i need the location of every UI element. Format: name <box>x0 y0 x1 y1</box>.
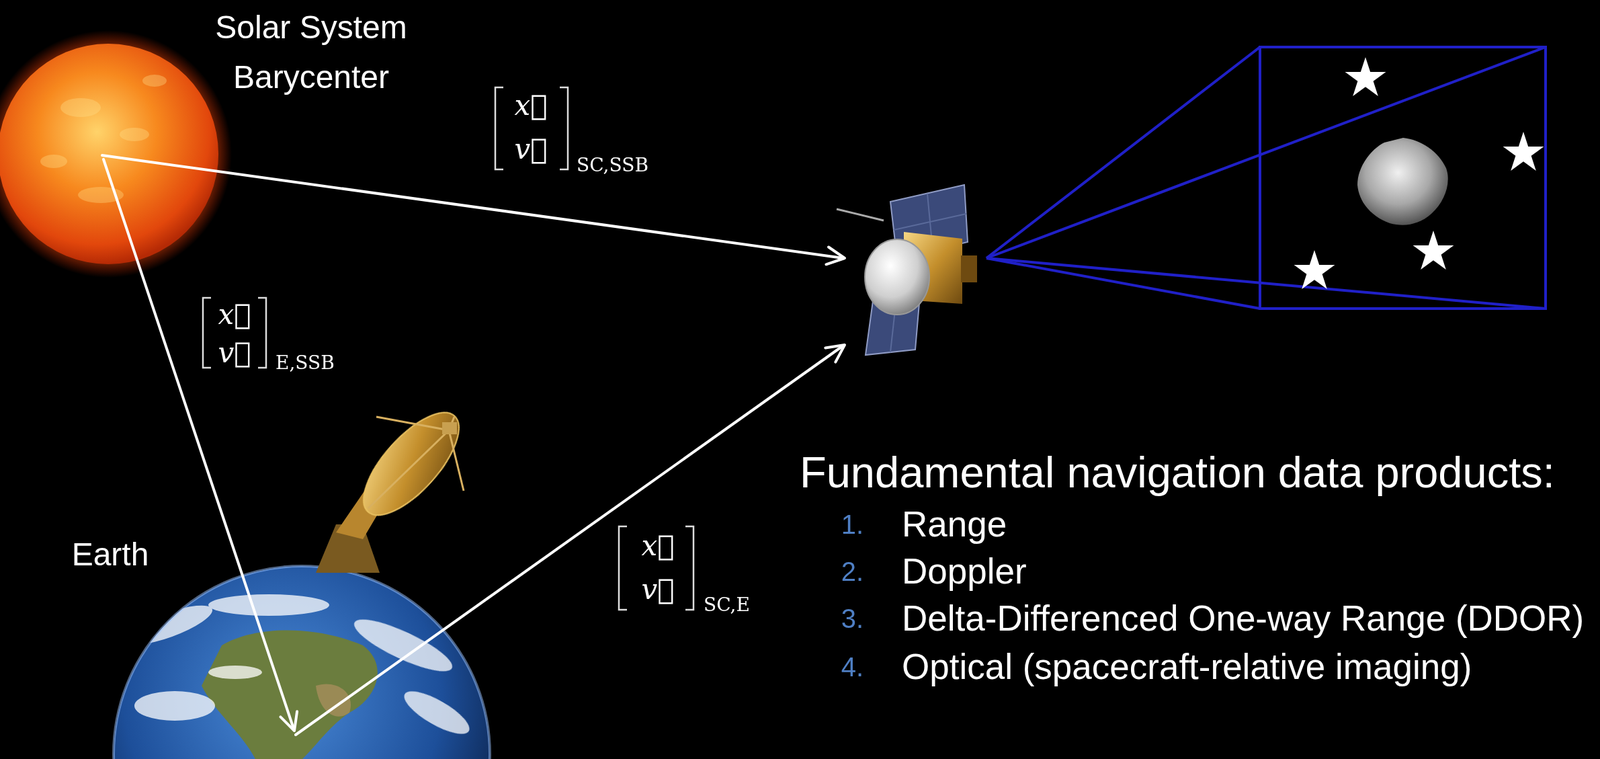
vector-symbol: v⃗ <box>218 335 252 370</box>
dish-antenna <box>315 397 475 573</box>
list-heading: Fundamental navigation data products: <box>799 446 1555 499</box>
list-number: 1. <box>841 508 864 541</box>
list-item: Delta-Differenced One-way Range (DDOR) <box>901 596 1584 640</box>
vector-symbol: v⃗ <box>514 132 548 166</box>
asteroid <box>1357 137 1449 226</box>
position-arrows <box>102 155 845 735</box>
list-number: 2. <box>841 555 864 588</box>
ground-station-point: Earth <box>291 730 300 739</box>
vector-symbol: v⃗ <box>641 572 675 607</box>
node-label: Solar System Barycenter <box>203 2 419 103</box>
vector-symbol: x⃗ <box>641 528 675 563</box>
connector-line <box>103 159 294 730</box>
list-item: Doppler <box>901 549 1027 593</box>
node-label: Earth <box>43 534 178 575</box>
vector-symbol: x⃗ <box>218 297 252 332</box>
list-number: 3. <box>841 602 864 635</box>
vector-symbol: x⃗ <box>514 88 548 123</box>
list-item: Range <box>901 502 1007 546</box>
arrow-head <box>280 710 298 731</box>
list-item: Optical (spacecraft-relative imaging) <box>901 645 1472 689</box>
camera-frustum <box>986 47 1546 309</box>
connector <box>103 159 298 731</box>
matrix-brackets <box>202 87 694 610</box>
sun <box>0 43 219 265</box>
sun-glow <box>0 30 232 278</box>
list-number: 4. <box>841 650 864 683</box>
barycenter-point: Solar System Barycenter <box>98 151 107 160</box>
subscript: SC,SSB <box>576 153 649 177</box>
stars <box>1294 57 1545 289</box>
sun-texture <box>40 74 167 203</box>
subscript: E,SSB <box>275 351 335 375</box>
spacecraft <box>836 184 978 355</box>
subscript: SC,E <box>703 593 750 617</box>
